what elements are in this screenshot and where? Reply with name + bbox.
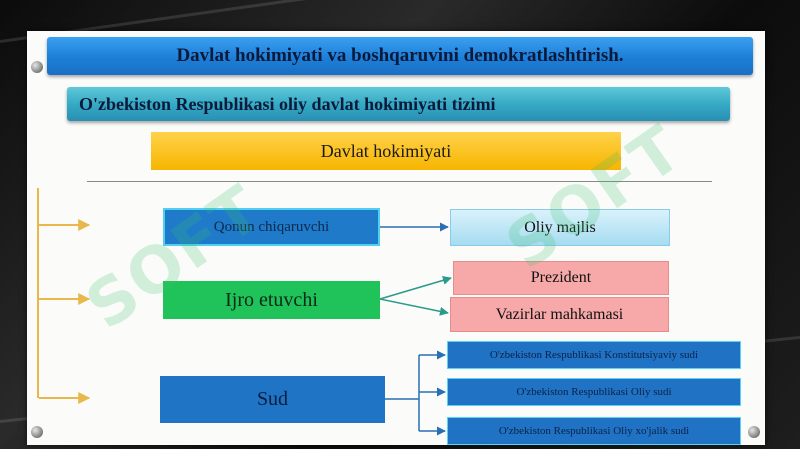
slide-title: Davlat hokimiyati va boshqaruvini demokr…: [47, 37, 753, 75]
node-supreme-court: O'zbekiston Respublikasi Oliy sudi: [447, 378, 741, 406]
connector-tick: [39, 298, 87, 300]
root-node: Davlat hokimiyati: [151, 132, 621, 170]
connector-tick: [39, 224, 87, 226]
connector-tick: [39, 397, 87, 399]
divider: [87, 181, 712, 182]
node-cabinet: Vazirlar mahkamasi: [450, 297, 669, 332]
node-president: Prezident: [453, 261, 669, 295]
connector-arrows: [67, 219, 452, 436]
slide: Davlat hokimiyati va boshqaruvini demokr…: [27, 31, 765, 445]
branch-executive: Ijro etuvchi: [163, 281, 380, 319]
pin-icon: [31, 426, 43, 438]
branch-judicial: Sud: [160, 376, 385, 423]
arrow-executive-president: [379, 275, 452, 300]
pin-icon: [31, 61, 43, 73]
node-parliament: Oliy majlis: [450, 209, 670, 246]
pin-icon: [748, 426, 760, 438]
connector-rail: [37, 188, 39, 398]
branch-legislative: Qonun chiqaruvchi: [163, 208, 380, 246]
node-economic-court: O'zbekiston Respublikasi Oliy xo'jalik s…: [447, 417, 741, 445]
node-constitutional-court: O'zbekiston Respublikasi Konstitutsiyavi…: [447, 341, 741, 369]
arrow-executive-ministers: [379, 298, 449, 316]
slide-subtitle: O'zbekiston Respublikasi oliy davlat hok…: [67, 87, 730, 121]
